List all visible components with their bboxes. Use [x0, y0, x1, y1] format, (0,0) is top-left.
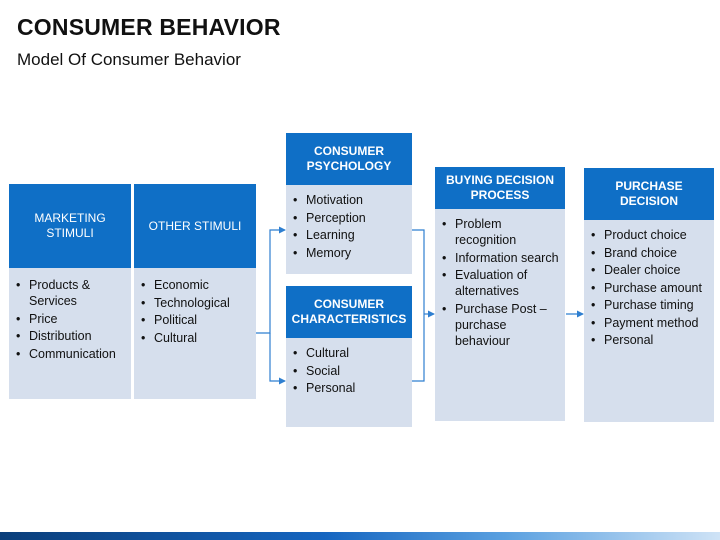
connector-stimuli-branch — [256, 226, 286, 334]
list-item: Brand choice — [591, 245, 708, 261]
connector-psychology-merge — [412, 229, 425, 382]
list-item: Products & Services — [16, 277, 125, 309]
connector-stimuli-branch-lower — [269, 333, 286, 385]
other-stimuli-list: Economic Technological Political Cultura… — [134, 268, 256, 346]
list-item: Distribution — [16, 328, 125, 344]
list-item: Communication — [16, 346, 125, 362]
other-stimuli-header: OTHER STIMULI — [134, 184, 256, 268]
marketing-stimuli-header: MARKETING STIMULI — [9, 184, 131, 268]
purchase-decision-header: PURCHASE DECISION — [584, 168, 714, 220]
list-item: Personal — [293, 380, 406, 396]
list-item: Motivation — [293, 192, 406, 208]
consumer-characteristics-list: Cultural Social Personal — [286, 338, 412, 396]
list-item: Perception — [293, 210, 406, 226]
list-item: Personal — [591, 332, 708, 348]
footer-accent-bar — [0, 532, 720, 540]
list-item: Problem recognition — [442, 216, 559, 248]
buying-decision-header: BUYING DECISION PROCESS — [435, 167, 565, 209]
other-stimuli-box: OTHER STIMULI Economic Technological Pol… — [134, 184, 256, 399]
page-subtitle: Model Of Consumer Behavior — [17, 50, 241, 69]
list-item: Price — [16, 311, 125, 327]
page-title: CONSUMER BEHAVIOR — [17, 14, 281, 40]
list-item: Economic — [141, 277, 250, 293]
marketing-stimuli-box: MARKETING STIMULI Products & Services Pr… — [9, 184, 131, 399]
list-item: Memory — [293, 245, 406, 261]
list-item: Product choice — [591, 227, 708, 243]
consumer-psychology-list: Motivation Perception Learning Memory — [286, 185, 412, 261]
list-item: Learning — [293, 227, 406, 243]
consumer-characteristics-header: CONSUMER CHARACTERISTICS — [286, 286, 412, 338]
list-item: Information search — [442, 250, 559, 266]
list-item: Cultural — [141, 330, 250, 346]
purchase-decision-list: Product choice Brand choice Dealer choic… — [584, 220, 714, 348]
list-item: Political — [141, 312, 250, 328]
marketing-stimuli-list: Products & Services Price Distribution C… — [9, 268, 131, 362]
list-item: Technological — [141, 295, 250, 311]
list-item: Evaluation of alternatives — [442, 267, 559, 299]
consumer-characteristics-box: CONSUMER CHARACTERISTICS Cultural Social… — [286, 286, 412, 427]
buying-decision-list: Problem recognition Information search E… — [435, 209, 565, 349]
list-item: Cultural — [293, 345, 406, 361]
list-item: Dealer choice — [591, 262, 708, 278]
list-item: Purchase amount — [591, 280, 708, 296]
list-item: Social — [293, 363, 406, 379]
consumer-psychology-header: CONSUMER PSYCHOLOGY — [286, 133, 412, 185]
consumer-psychology-box: CONSUMER PSYCHOLOGY Motivation Perceptio… — [286, 133, 412, 274]
list-item: Purchase Post – purchase behaviour — [442, 301, 559, 349]
purchase-decision-box: PURCHASE DECISION Product choice Brand c… — [584, 168, 714, 422]
list-item: Purchase timing — [591, 297, 708, 313]
buying-decision-box: BUYING DECISION PROCESS Problem recognit… — [435, 167, 565, 421]
list-item: Payment method — [591, 315, 708, 331]
